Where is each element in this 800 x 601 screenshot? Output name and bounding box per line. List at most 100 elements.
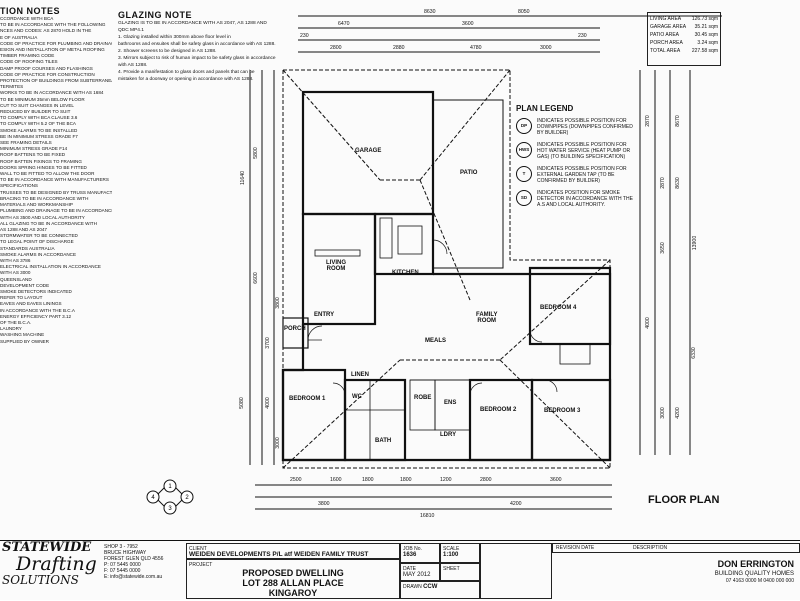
- client-cell: CLIENT WEIDEN DEVELOPMENTS P/L atf WEIDE…: [186, 543, 400, 559]
- dim-left: 5080: [238, 397, 245, 409]
- dim-right: 4200: [674, 407, 681, 419]
- area-label: TOTAL AREA: [650, 48, 681, 54]
- legend-text: INDICATES POSITION FOR SMOKE DETECTOR IN…: [537, 190, 633, 208]
- hip-line: [282, 359, 401, 469]
- dim-right: 4000: [644, 317, 651, 329]
- room-label-robe: ROBE: [414, 395, 432, 401]
- note-line: SEE FRAMING DETAILS: [0, 140, 52, 146]
- scale-label: SCALE: [443, 546, 460, 552]
- note-line: DEVELOPMENT CODE: [0, 282, 50, 288]
- note-line: TO COMPLY WITH 5.2 OF THE BCA: [0, 121, 76, 127]
- legend-symbol-icon: DP: [516, 118, 532, 134]
- dim-bottom: 2800: [480, 477, 492, 483]
- area-row: LIVING AREA 126.73 sqm: [650, 15, 718, 23]
- bed4-door-swing: [529, 329, 543, 343]
- area-value: 35.21 sqm: [694, 24, 718, 30]
- legend-items: DP INDICATES POSSIBLE POSITION FOR DOWNPI…: [516, 118, 636, 208]
- legend-text: INDICATES POSSIBLE POSITION FOR HOT WATE…: [537, 142, 631, 160]
- valley-line: [419, 179, 471, 301]
- note-line: PROTECTION OF BUILDINGS FROM SUBTERRANEA…: [0, 78, 112, 84]
- dim-top: 6470: [338, 21, 350, 27]
- note-line: MATERIALS AND WORKMANSHIP: [0, 202, 73, 208]
- builder-tagline: BUILDING QUALITY HOMES: [714, 571, 794, 577]
- note-line: REFER TO LAYOUT: [0, 295, 43, 301]
- dim-right: 13900: [692, 235, 699, 251]
- area-label: LIVING AREA: [650, 16, 682, 22]
- dim-left: 3000: [274, 437, 281, 449]
- note-line: BE IN MINIMUM STRESS GRADE F7: [0, 133, 78, 139]
- note-line: TIMBER FRAMING CODE: [0, 53, 55, 59]
- marker-number-3: 3: [168, 506, 172, 512]
- drawn-label: DRAWN: [403, 584, 422, 590]
- logo-line-1: STATEWIDE: [2, 540, 92, 555]
- glazing-line: GLAZING IS TO BE IN ACCORDANCE WITH AS 2…: [118, 21, 267, 26]
- legend-symbol-icon: HWS: [516, 142, 532, 158]
- note-line: CODE OF PRACTICE FOR CONSTRUCTION: [0, 71, 95, 77]
- bed4-robe: [559, 343, 591, 365]
- note-line: MINIMUM STRESS GRADE F14: [0, 146, 68, 152]
- marker-number-2: 2: [185, 495, 189, 501]
- dim-top: 8630: [424, 9, 436, 15]
- dim-right: 3000: [659, 407, 666, 419]
- note-line: TERMITES: [0, 84, 24, 90]
- note-line: TRUSSES TO BE DESIGNED BY TRUSS MANUFACT…: [0, 189, 112, 195]
- glazing-lines: GLAZING IS TO BE IN ACCORDANCE WITH AS 2…: [118, 20, 296, 83]
- note-line: ROOF BATTEN FIXINGS TO FRAMING: [0, 158, 82, 164]
- note-line: ROOF BATTENS TO BE FIXED: [0, 152, 66, 158]
- note-line: QUEENSLAND: [0, 276, 32, 282]
- glazing-line: QDC MP4.1: [118, 28, 144, 33]
- note-line: EAVES AND EAVES LININGS: [0, 301, 62, 307]
- date-cell: DATE MAY 2012: [400, 563, 440, 581]
- living-window: [314, 249, 361, 257]
- entry-door-swing: [307, 325, 323, 341]
- room-label-kitchen: KITCHEN: [392, 270, 419, 276]
- room-label-patio: PATIO: [460, 170, 478, 176]
- legend-item: DP INDICATES POSSIBLE POSITION FOR DOWNPI…: [516, 118, 636, 136]
- note-line: CCORDANCE WITH BCA: [0, 16, 54, 21]
- legend-text: INDICATES POSSIBLE POSITION FOR DOWNPIPE…: [537, 118, 633, 136]
- note-line: CODE OF PRACTICE FOR PLUMBING AND DRAINA…: [0, 40, 112, 46]
- drafting-logo: STATEWIDE Drafting SOLUTIONS: [2, 541, 100, 599]
- address-line: F: 07 5445 0000: [104, 568, 141, 574]
- builder-contact: 07 4163 0000 M 0400 000 000: [725, 578, 794, 584]
- drawn-value: CCW: [423, 584, 438, 590]
- robe-box: [409, 379, 436, 431]
- note-line: ALL GLAZING TO BE IN ACCORDANCE WITH: [0, 220, 97, 226]
- glazing-line: 3. Mirrors subject to risk of human impa…: [118, 56, 276, 61]
- note-line: WALL TO BE FITTED TO ALLOW THE DOOR: [0, 171, 95, 177]
- glazing-line: 1. Glazing installed within 300mm above …: [118, 35, 231, 40]
- note-line: CUT TO SUIT CHANGES IN LEVEL: [0, 102, 74, 108]
- kitchen-bench: [379, 217, 393, 259]
- dim-right: 2870: [659, 177, 666, 189]
- legend-title: PLAN LEGEND: [516, 104, 574, 113]
- legend-text: INDICATES POSSIBLE POSITION FOR EXTERNAL…: [537, 166, 627, 184]
- room-label-laundry: LDRY: [440, 432, 457, 438]
- dim-top: 230: [300, 33, 309, 39]
- job-number-cell: JOB No. 1636: [400, 543, 440, 563]
- wet-area-walls: [343, 378, 407, 462]
- note-line: CODE OF ROOFING TILES: [0, 59, 58, 65]
- glazing-line: 4. Provide a manifestation to glass door…: [118, 70, 255, 75]
- scale-value: 1:100: [443, 552, 459, 558]
- bedroom-3-walls: [530, 378, 612, 462]
- note-line: SMOKE DETECTORS INDICATED: [0, 288, 72, 294]
- dim-top: 2880: [393, 45, 405, 51]
- area-value: 126.73 sqm: [691, 16, 718, 22]
- note-line: REDUCED BY BUILDER TO SUIT: [0, 109, 71, 115]
- note-line: TO BE IN ACCORDANCE WITH THE FOLLOWING: [0, 22, 106, 28]
- porch-walls: [282, 317, 309, 349]
- kitchen-walls: [373, 212, 435, 276]
- note-line: SPECIFICATIONS: [0, 183, 38, 189]
- glazing-title: GLAZING NOTE: [118, 10, 192, 20]
- project-line-1: PROPOSED DWELLING: [242, 568, 344, 578]
- room-label-bedroom-4: BEDROOM 4: [540, 305, 577, 311]
- section-marker-circle-2: [180, 490, 194, 504]
- section-marker-circle-1: [163, 479, 177, 493]
